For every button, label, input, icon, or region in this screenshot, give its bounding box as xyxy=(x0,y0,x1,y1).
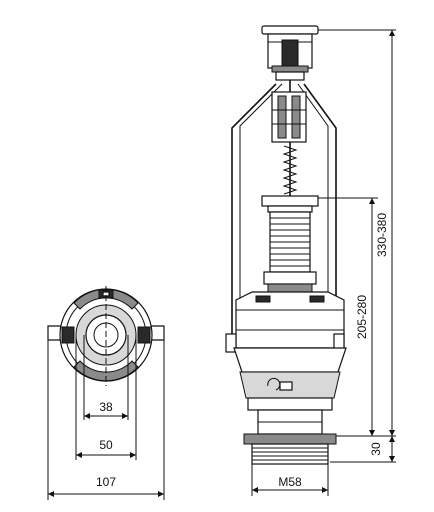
float-housing xyxy=(235,291,345,349)
bellows xyxy=(269,211,311,273)
left-clip xyxy=(225,333,237,353)
dim-total-height-label: 330-380 xyxy=(375,213,389,257)
rim-bottom xyxy=(73,360,139,382)
dim-float-range-label: 205-280 xyxy=(355,295,369,339)
push-button-cap xyxy=(261,25,319,35)
base-plate xyxy=(247,397,333,411)
top-view: 38 50 107 xyxy=(47,286,165,500)
dim-107-label: 107 xyxy=(96,475,116,489)
side-view: M58 205-280 330-380 30 xyxy=(225,25,396,496)
right-arm xyxy=(303,83,337,345)
seal-ring xyxy=(243,433,337,445)
valve-collar xyxy=(263,271,317,285)
rim-top xyxy=(73,288,139,310)
dim-38-label: 38 xyxy=(99,400,113,414)
dim-50-label: 50 xyxy=(99,438,113,452)
float-top xyxy=(261,195,319,207)
dim-base-height-label: 30 xyxy=(369,442,383,456)
lower-body xyxy=(233,347,347,373)
left-arm xyxy=(231,83,277,345)
spring xyxy=(282,145,298,195)
thread-section xyxy=(251,443,329,465)
linkage-cage xyxy=(271,91,307,143)
logo-mark xyxy=(267,377,281,391)
dim-m58-label: M58 xyxy=(278,475,302,489)
